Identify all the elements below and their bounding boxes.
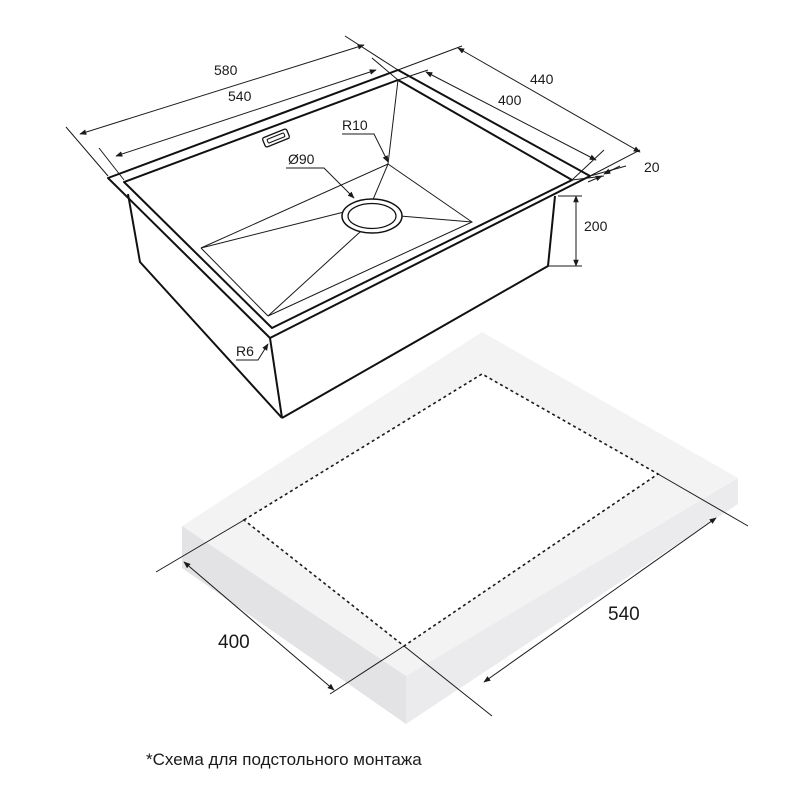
- sink-drain-slope-lines: [200, 163, 473, 317]
- dim-200-label: 200: [584, 218, 608, 234]
- sink-inner-right-wall: [267, 163, 474, 317]
- leader-r10: [342, 133, 389, 163]
- sink-bowl-left-wall: [127, 193, 283, 419]
- dim-400-label: 400: [498, 92, 522, 108]
- cutout-dimension-lines: [155, 473, 749, 717]
- dim-drain-diameter-label: Ø90: [288, 151, 315, 167]
- sink-dimension-lines: [65, 35, 641, 361]
- dim-line-400-cutout: [183, 561, 335, 691]
- cutout-width-label: 400: [218, 632, 250, 653]
- drain-inner: [347, 202, 397, 230]
- cutout-length-label: 540: [608, 604, 640, 625]
- sink-rim-outer: [107, 69, 591, 339]
- dim-line-20: [603, 165, 621, 175]
- dim-r6-label: R6: [236, 343, 254, 359]
- dim-line-440: [457, 47, 641, 153]
- dim-440-label: 440: [530, 71, 554, 87]
- dim-line-400-top: [425, 71, 597, 161]
- leader-drain-diameter: [286, 167, 355, 199]
- sink-bowl-front-corner: [269, 337, 283, 419]
- dim-540-label: 540: [228, 88, 252, 104]
- mounting-caption: *Схема для подстольного монтажа: [146, 750, 422, 769]
- dim-20-label: 20: [644, 159, 660, 175]
- sink-inner-left-wall: [200, 247, 269, 317]
- countertop-block: [182, 332, 738, 724]
- dim-r10-label: R10: [342, 117, 368, 133]
- overflow-slot: [262, 128, 290, 148]
- leader-r6: [236, 343, 269, 361]
- dim-580-label: 580: [214, 62, 238, 78]
- dim-line-540-top: [115, 69, 377, 157]
- dim-line-540-cutout: [483, 517, 717, 683]
